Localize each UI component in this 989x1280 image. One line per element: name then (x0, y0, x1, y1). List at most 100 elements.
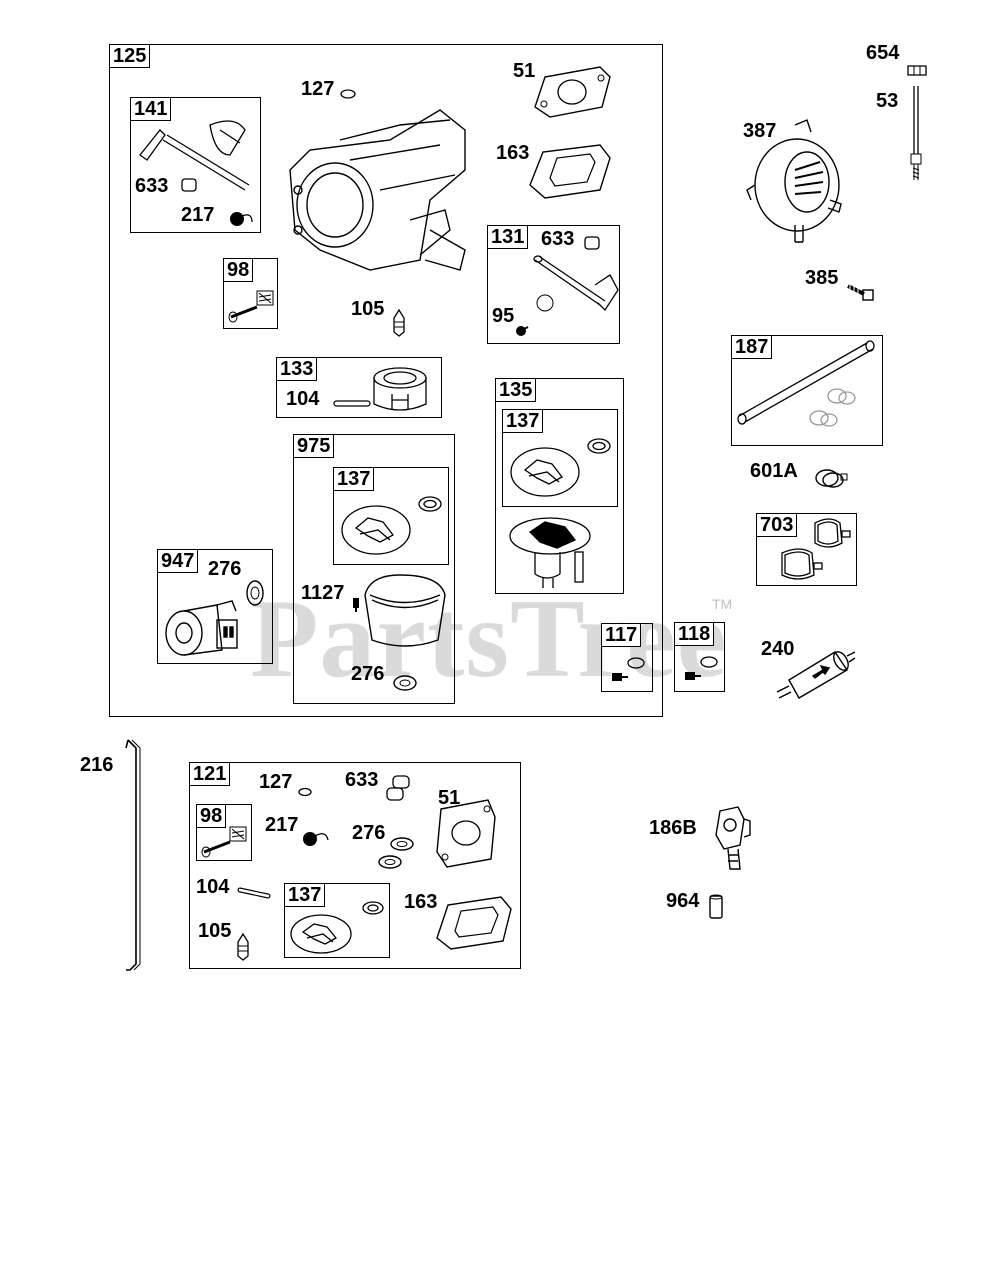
screw-washer-117-icon[interactable] (604, 655, 648, 687)
part-104-label[interactable]: 104 (196, 876, 230, 898)
float-pin-104-icon[interactable] (333, 399, 373, 409)
kit-121-label[interactable]: 121 (189, 762, 231, 786)
kit-98-label[interactable]: 98 (196, 804, 227, 828)
screw-95-icon[interactable] (513, 323, 529, 339)
screw-washer-118-icon[interactable] (677, 654, 721, 686)
part-105-label[interactable]: 105 (351, 298, 385, 320)
part-51-label[interactable]: 51 (438, 787, 461, 809)
spring-217-icon[interactable] (226, 208, 254, 228)
gasket-163-icon[interactable] (525, 140, 615, 202)
float-pin-104-icon[interactable] (237, 886, 272, 900)
part-240-label[interactable]: 240 (761, 638, 795, 660)
kit-131-frame: 131 (487, 225, 620, 344)
kit-947-label[interactable]: 947 (157, 549, 199, 573)
kit-137-label[interactable]: 137 (333, 467, 375, 491)
part-385-label[interactable]: 385 (805, 267, 839, 289)
clamps-703-icon[interactable] (760, 515, 854, 583)
part-105-label[interactable]: 105 (198, 920, 232, 942)
part-276-label[interactable]: 276 (351, 663, 385, 685)
gasket-163-icon[interactable] (433, 893, 515, 953)
kit-703-frame: 703 (756, 513, 857, 586)
inlet-needle-105-icon[interactable] (236, 932, 250, 962)
part-127-label[interactable]: 127 (301, 78, 335, 100)
float-133-icon[interactable] (370, 364, 430, 414)
bushing-633-icon[interactable] (180, 176, 198, 194)
kit-133-label[interactable]: 133 (276, 357, 318, 381)
choke-shaft-141-icon[interactable] (135, 115, 255, 195)
kit-125-frame: 125 (109, 44, 663, 717)
bushing-633-icon[interactable] (583, 234, 601, 252)
throttle-shaft-131-icon[interactable] (530, 255, 620, 315)
kit-117-label[interactable]: 117 (601, 623, 642, 647)
part-127-label[interactable]: 127 (259, 771, 293, 793)
kit-975-label[interactable]: 975 (293, 434, 335, 458)
kit-121-frame: 121 (189, 762, 521, 969)
part-163-label[interactable]: 163 (404, 891, 438, 913)
part-216-label[interactable]: 216 (80, 754, 114, 776)
nut-654-icon[interactable] (905, 62, 929, 78)
kit-98-frame: 98 (223, 258, 278, 329)
fitting-186b-icon[interactable] (710, 805, 754, 873)
part-964-label[interactable]: 964 (666, 890, 700, 912)
float-bowl-975-icon[interactable] (360, 570, 450, 655)
kit-703-label[interactable]: 703 (756, 513, 798, 537)
bushing-633-icon[interactable] (385, 774, 413, 804)
kit-141-frame: 141 (130, 97, 261, 233)
kit-947-frame: 947 (157, 549, 273, 664)
kit-137-label[interactable]: 137 (502, 409, 544, 433)
kit-137-frame: 137 (333, 467, 449, 565)
washer-276-icon[interactable] (392, 674, 418, 692)
gasket-set-137-icon[interactable] (287, 896, 387, 956)
part-51-label[interactable]: 51 (513, 60, 536, 82)
bushing-964-icon[interactable] (708, 893, 724, 921)
part-387-label[interactable]: 387 (743, 120, 777, 142)
inlet-needle-105-icon[interactable] (392, 308, 406, 338)
part-1127-label[interactable]: 1127 (301, 582, 345, 604)
kit-117-frame: 117 (601, 623, 653, 692)
part-53-label[interactable]: 53 (876, 90, 899, 112)
kit-187-label[interactable]: 187 (731, 335, 773, 359)
part-163-label[interactable]: 163 (496, 142, 530, 164)
part-276-label[interactable]: 276 (352, 822, 386, 844)
gasket-51-icon[interactable] (433, 797, 503, 872)
washer-276-icon[interactable] (376, 836, 416, 870)
needle-spring-98-icon[interactable] (227, 287, 277, 323)
kit-125-label[interactable]: 125 (109, 44, 151, 68)
fuel-filter-240-icon[interactable] (775, 640, 857, 702)
gasket-set-137-icon[interactable] (507, 432, 617, 502)
gasket-51-icon[interactable] (530, 62, 615, 120)
kit-118-label[interactable]: 118 (674, 622, 715, 646)
kit-98-label[interactable]: 98 (223, 258, 254, 282)
part-95-label[interactable]: 95 (492, 305, 515, 327)
carburetor-body-icon[interactable] (280, 100, 480, 280)
part-217-label[interactable]: 217 (265, 814, 299, 836)
diaphragm-plate-135-icon[interactable] (505, 512, 615, 590)
part-186b-label[interactable]: 186B (649, 817, 697, 839)
fuel-pump-387-icon[interactable] (745, 119, 845, 245)
part-601a-label[interactable]: 601A (750, 460, 798, 482)
o-ring-127-icon[interactable] (297, 787, 313, 797)
o-ring-127-icon[interactable] (340, 89, 356, 99)
kit-137-label[interactable]: 137 (284, 883, 326, 907)
spring-217-icon[interactable] (298, 828, 330, 848)
screw-1127-icon[interactable] (349, 596, 363, 614)
gasket-set-137-icon[interactable] (338, 490, 448, 560)
screw-385-icon[interactable] (846, 282, 876, 304)
part-633-label[interactable]: 633 (135, 175, 169, 197)
kit-141-label[interactable]: 141 (130, 97, 172, 121)
part-633-label[interactable]: 633 (345, 769, 379, 791)
part-217-label[interactable]: 217 (181, 204, 215, 226)
fuel-line-187-icon[interactable] (737, 338, 877, 438)
governor-link-216-icon[interactable] (122, 738, 146, 974)
needle-spring-98-icon[interactable] (200, 824, 250, 858)
washer-276-icon[interactable] (244, 578, 266, 608)
fuel-solenoid-947-icon[interactable] (162, 595, 252, 660)
stud-53-icon[interactable] (908, 84, 924, 184)
kit-135-label[interactable]: 135 (495, 378, 537, 402)
part-104-label[interactable]: 104 (286, 388, 320, 410)
part-276-label[interactable]: 276 (208, 558, 242, 580)
part-633-label[interactable]: 633 (541, 228, 575, 250)
clamp-601a-icon[interactable] (813, 466, 849, 492)
kit-131-label[interactable]: 131 (487, 225, 529, 249)
part-654-label[interactable]: 654 (866, 42, 900, 64)
